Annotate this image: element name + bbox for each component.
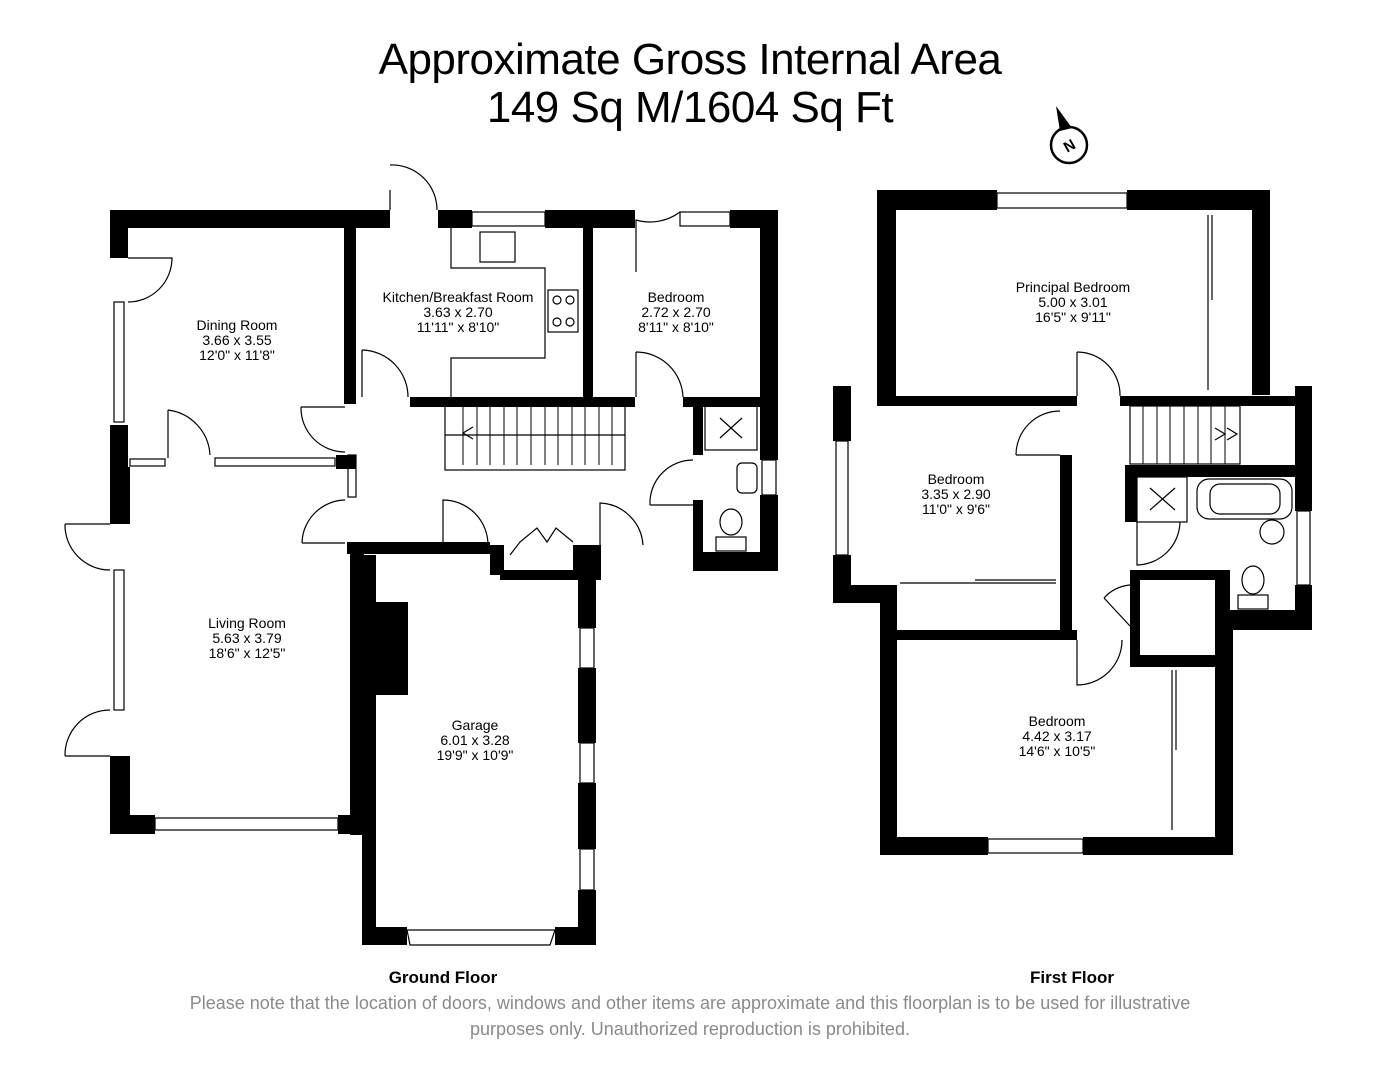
- room-kitchen-breakfast: Kitchen/Breakfast Room 3.63 x 2.70 11'11…: [383, 290, 534, 335]
- room-imperial: 8'11" x 8'10": [638, 319, 714, 335]
- room-imperial: 12'0" x 11'8": [199, 347, 275, 363]
- room-imperial: 11'0" x 9'6": [922, 501, 990, 517]
- room-imperial: 16'5" x 9'11": [1035, 309, 1111, 325]
- room-name: Kitchen/Breakfast Room: [382, 289, 534, 305]
- room-imperial: 19'9" x 10'9": [436, 747, 514, 763]
- title-area-heading: Approximate Gross Internal Area: [378, 35, 1002, 84]
- disclaimer: Please note that the location of doors, …: [0, 990, 1380, 1042]
- room-name: Principal Bedroom: [1015, 279, 1131, 295]
- room-garage: Garage 6.01 x 3.28 19'9" x 10'9": [437, 718, 514, 763]
- room-name: Bedroom: [927, 471, 985, 487]
- room-metric: 6.01 x 3.28: [440, 732, 510, 748]
- disclaimer-line-1: Please note that the location of doors, …: [189, 993, 1191, 1013]
- room-name: Bedroom: [1028, 713, 1086, 729]
- ground-floor-fixtures: [64, 164, 777, 946]
- room-imperial: 14'6" x 10'5": [1018, 743, 1096, 759]
- room-metric: 5.63 x 3.79: [212, 630, 282, 646]
- room-name: Dining Room: [196, 317, 278, 333]
- room-metric: 4.42 x 3.17: [1022, 728, 1092, 744]
- room-name: Bedroom: [647, 289, 705, 305]
- room-ground-bedroom: Bedroom 2.72 x 2.70 8'11" x 8'10": [638, 290, 714, 335]
- room-metric: 3.66 x 3.55: [202, 332, 272, 348]
- room-imperial: 18'6" x 12'5": [208, 645, 286, 661]
- svg-text:N: N: [1061, 136, 1079, 156]
- first-floor-fixtures: [835, 192, 1311, 854]
- room-name: Living Room: [208, 615, 286, 631]
- disclaimer-line-2: purposes only. Unauthorized reproduction…: [470, 1019, 910, 1039]
- room-first-bedroom-2: Bedroom 3.35 x 2.90 11'0" x 9'6": [921, 472, 990, 517]
- first-floor-plan: [833, 190, 1312, 855]
- room-dining-room: Dining Room 3.66 x 3.55 12'0" x 11'8": [197, 318, 278, 363]
- room-first-bedroom-3: Bedroom 4.42 x 3.17 14'6" x 10'5": [1019, 714, 1096, 759]
- title-area-value: 149 Sq M/1604 Sq Ft: [486, 83, 894, 132]
- north-arrow-icon: N: [1049, 106, 1089, 165]
- room-metric: 3.63 x 2.70: [423, 304, 493, 320]
- room-imperial: 11'11" x 8'10": [416, 319, 500, 335]
- room-metric: 3.35 x 2.90: [921, 486, 991, 502]
- room-metric: 5.00 x 3.01: [1038, 294, 1108, 310]
- room-name: Garage: [451, 717, 499, 733]
- room-metric: 2.72 x 2.70: [641, 304, 711, 320]
- room-principal-bedroom: Principal Bedroom 5.00 x 3.01 16'5" x 9'…: [1016, 280, 1130, 325]
- ground-floor-plan: [110, 210, 778, 945]
- room-living-room: Living Room 5.63 x 3.79 18'6" x 12'5": [208, 616, 286, 661]
- ground-floor-label: Ground Floor: [388, 968, 498, 987]
- first-floor-label: First Floor: [1029, 968, 1115, 987]
